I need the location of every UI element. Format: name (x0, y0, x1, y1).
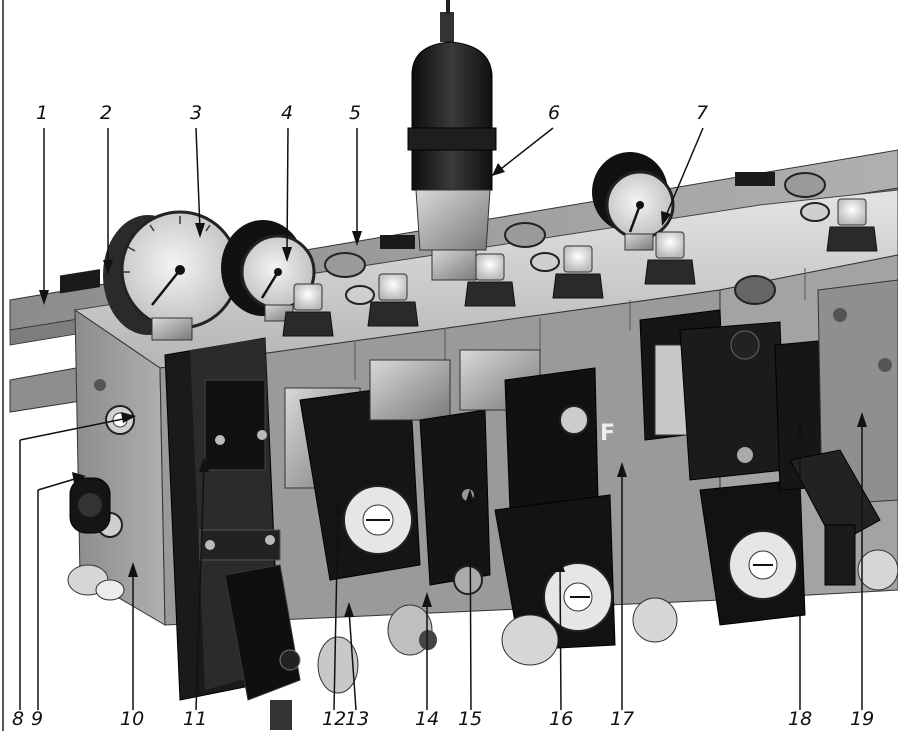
callout-6: 6 (548, 102, 561, 124)
callout-11: 11 (183, 708, 208, 730)
callout-12: 12 (322, 708, 347, 730)
callout-14: 14 (415, 708, 440, 730)
callout-9: 9 (31, 708, 44, 730)
push-in-fittings (67, 549, 898, 694)
pressure-switch-cylinder (407, 0, 497, 281)
callout-10: 10 (120, 708, 145, 730)
callout-19: 19 (850, 708, 875, 730)
solenoid-valve-1 (284, 384, 421, 581)
side-connector (69, 477, 111, 534)
leader-lines (19, 127, 863, 711)
end-module (774, 279, 898, 586)
callout-5: 5 (349, 102, 362, 124)
callout-2: 2 (100, 102, 113, 124)
svg-text:F: F (600, 421, 615, 446)
callout-18: 18 (788, 708, 813, 730)
callout-17: 17 (610, 708, 635, 730)
electrical-module (164, 337, 301, 730)
solenoid-valve-4 (639, 309, 806, 626)
callout-8: 8 (12, 708, 25, 730)
port-rings (324, 172, 830, 305)
callout-16: 16 (549, 708, 574, 730)
callout-3: 3 (190, 102, 203, 124)
callout-13: 13 (345, 708, 370, 730)
large-pressure-gauge (103, 210, 240, 341)
leader-arrowheads (39, 163, 867, 617)
callout-1: 1 (36, 102, 49, 124)
regulator-knobs (282, 198, 878, 337)
callout-4: 4 (281, 102, 294, 124)
solenoid-valve-2 (369, 359, 491, 595)
callout-15: 15 (458, 708, 483, 730)
small-pressure-gauge-right (592, 152, 675, 251)
callout-7: 7 (696, 102, 709, 124)
